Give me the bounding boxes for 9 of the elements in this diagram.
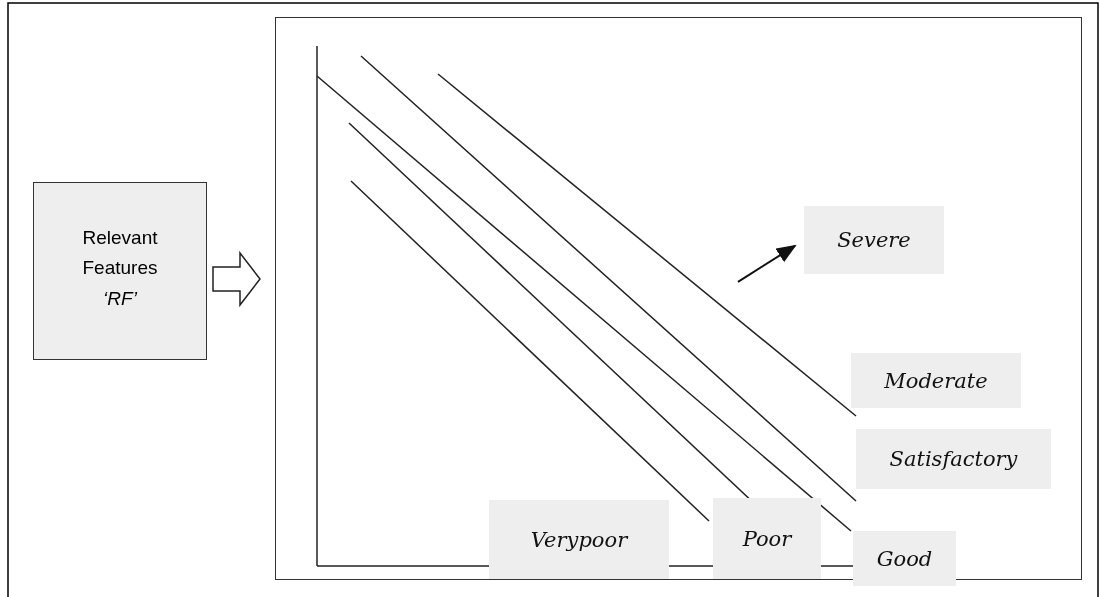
category-label: Severe bbox=[804, 206, 944, 274]
category-label: Verypoor bbox=[489, 500, 669, 579]
block-arrow bbox=[212, 250, 261, 308]
arrow bbox=[737, 244, 797, 283]
category-label: Satisfactory bbox=[856, 429, 1051, 489]
category-label: Moderate bbox=[851, 353, 1021, 408]
category-label: Good bbox=[853, 531, 956, 586]
process-box: Relevant Features ‘RF’ bbox=[33, 182, 207, 360]
category-label: Poor bbox=[713, 498, 821, 579]
